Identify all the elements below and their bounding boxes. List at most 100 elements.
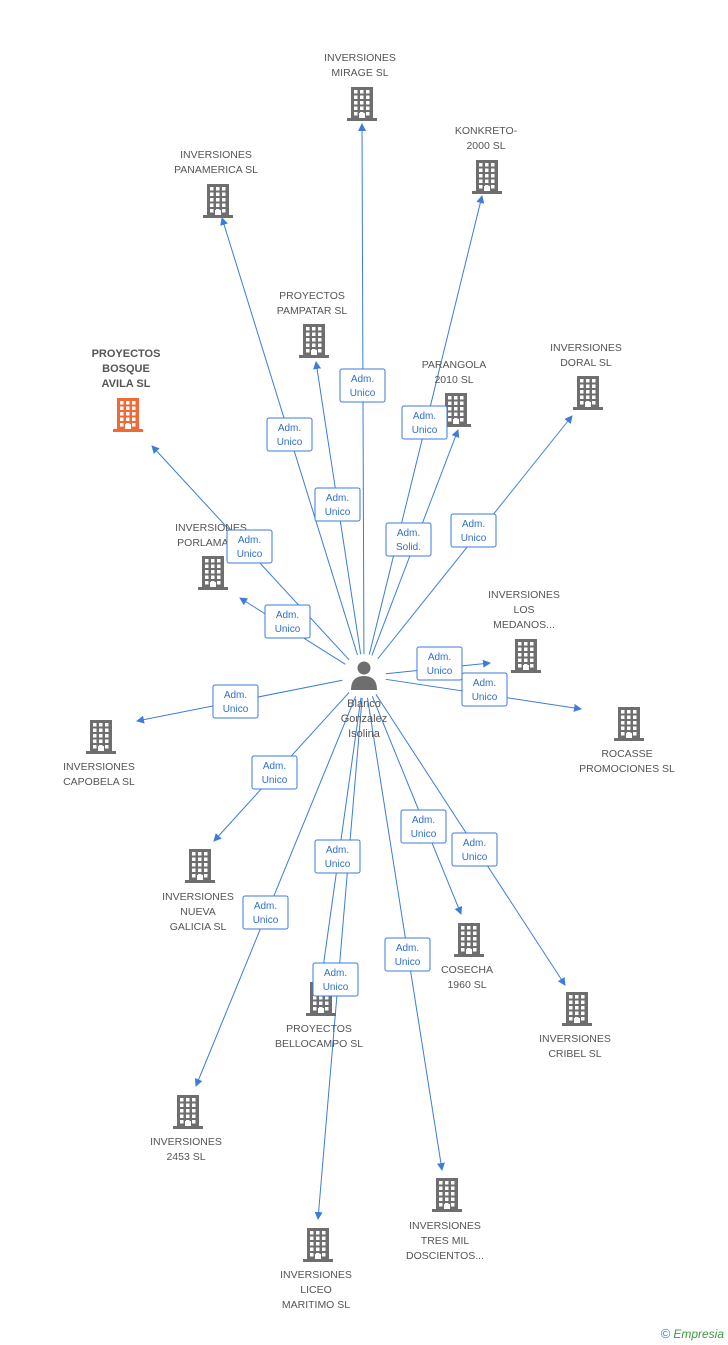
edge-label-capobela[interactable]: Adm.Unico xyxy=(212,684,259,719)
edge-label-text: Adm. xyxy=(238,535,261,546)
edge-label-cribel[interactable]: Adm.Unico xyxy=(451,832,498,867)
building-icon xyxy=(347,87,377,121)
edge-label-rocasse[interactable]: Adm.Unico xyxy=(461,672,508,707)
node-label-liceo: INVERSIONES xyxy=(280,1269,352,1281)
node-konkreto[interactable]: KONKRETO- 2000 SL xyxy=(455,125,518,194)
edge-label-porlamar[interactable]: Adm.Unico xyxy=(264,604,311,639)
edge-label-text: Adm. xyxy=(412,815,435,826)
building-icon xyxy=(303,1228,333,1262)
edge-label-cosecha[interactable]: Adm.Unico xyxy=(400,809,447,844)
building-icon xyxy=(441,393,471,427)
node-label-rocasse: PROMOCIONES SL xyxy=(579,763,675,775)
edge-label-panamerica[interactable]: Adm.Unico xyxy=(266,417,313,452)
building-icon xyxy=(562,992,592,1026)
node-label-doral: DORAL SL xyxy=(560,357,612,369)
node-label-i2453: 2453 SL xyxy=(166,1151,205,1163)
building-icon xyxy=(173,1095,203,1129)
edge-label-text: Unico xyxy=(472,692,498,703)
node-label-bosque: AVILA SL xyxy=(102,378,151,390)
building-icon xyxy=(573,376,603,410)
edge-label-bosque[interactable]: Adm.Unico xyxy=(226,529,273,564)
node-capobela[interactable]: INVERSIONES CAPOBELA SL xyxy=(63,720,135,788)
edge-label-i2453[interactable]: Adm.Unico xyxy=(242,895,289,930)
edge-label-text: Adm. xyxy=(396,943,419,954)
node-label-galicia: GALICIA SL xyxy=(170,921,227,933)
node-label-tresmil: INVERSIONES xyxy=(409,1220,481,1232)
edge-label-text: Adm. xyxy=(397,528,420,539)
edge-label-box xyxy=(461,672,508,707)
edge-label-text: Unico xyxy=(223,704,249,715)
edge-label-text: Adm. xyxy=(428,652,451,663)
edge-label-text: Adm. xyxy=(263,761,286,772)
building-icon xyxy=(614,707,644,741)
edge-label-text: Unico xyxy=(350,388,376,399)
edge-label-text: Unico xyxy=(275,624,301,635)
node-label-cosecha: COSECHA xyxy=(441,964,493,976)
node-label-capobela: INVERSIONES xyxy=(63,761,135,773)
building-icon xyxy=(185,849,215,883)
copyright-symbol: © xyxy=(660,1326,671,1341)
node-i2453[interactable]: INVERSIONES 2453 SL xyxy=(150,1095,222,1163)
edge-label-mirage[interactable]: Adm.Unico xyxy=(339,368,386,403)
watermark: © Empresia xyxy=(661,1326,724,1341)
edge-label-text: Unico xyxy=(395,957,421,968)
edge-label-galicia[interactable]: Adm.Unico xyxy=(251,755,298,790)
edge-line-tresmil xyxy=(366,697,445,1171)
node-label-parangola: PARANGOLA xyxy=(422,359,487,371)
node-label-cribel: INVERSIONES xyxy=(539,1033,611,1045)
node-label-konkreto: KONKRETO- xyxy=(455,125,518,137)
edge-label-box xyxy=(416,646,463,681)
edge-label-text: Adm. xyxy=(324,968,347,979)
edge-label-tresmil[interactable]: Adm. Unico xyxy=(384,937,431,972)
node-label-bellocampo: PROYECTOS xyxy=(286,1023,352,1035)
edge-label-box xyxy=(226,529,273,564)
edge-label-liceo[interactable]: Adm. Unico xyxy=(312,962,359,997)
node-medanos[interactable]: INVERSIONESLOSMEDANOS... xyxy=(488,589,560,673)
edge-label-box xyxy=(312,962,359,997)
building-icon xyxy=(511,639,541,673)
edge-line-bellocampo xyxy=(319,697,362,976)
edge-label-doral[interactable]: Adm.Unico xyxy=(450,513,497,548)
edge-label-text: Adm. xyxy=(326,493,349,504)
edge-label-pampatar[interactable]: Adm.Unico xyxy=(314,487,361,522)
edge-label-konkreto[interactable]: Adm.Unico xyxy=(401,405,448,440)
edge-label-box xyxy=(212,684,259,719)
node-label-pampatar: PROYECTOS xyxy=(279,290,345,302)
edge-line-i2453 xyxy=(194,696,357,1087)
node-label-liceo: MARITIMO SL xyxy=(282,1299,350,1311)
edge-labels-layer: Adm.UnicoAdm.UnicoAdm.UnicoAdm.UnicoAdm.… xyxy=(212,368,508,997)
node-label-i2453: INVERSIONES xyxy=(150,1136,222,1148)
edge-label-box xyxy=(314,487,361,522)
edge-label-box xyxy=(266,417,313,452)
node-label-galicia: NUEVA xyxy=(180,906,215,918)
edge-label-box xyxy=(264,604,311,639)
edge-label-box xyxy=(385,522,432,557)
empresia-logo[interactable]: Empresia xyxy=(673,1326,724,1341)
edge-label-text: Unico xyxy=(461,533,487,544)
building-icon xyxy=(472,160,502,194)
edge-label-text: Unico xyxy=(323,982,349,993)
edge-label-text: Adm. xyxy=(254,901,277,912)
node-label-konkreto: 2000 SL xyxy=(466,140,505,152)
edge-label-medanos[interactable]: Adm.Unico xyxy=(416,646,463,681)
edge-label-parangola[interactable]: Adm.Solid. xyxy=(385,522,432,557)
edge-label-bellocampo[interactable]: Adm.Unico xyxy=(314,839,361,874)
edge-label-box xyxy=(242,895,289,930)
building-icon xyxy=(203,184,233,218)
node-label-capobela: CAPOBELA SL xyxy=(63,776,135,788)
